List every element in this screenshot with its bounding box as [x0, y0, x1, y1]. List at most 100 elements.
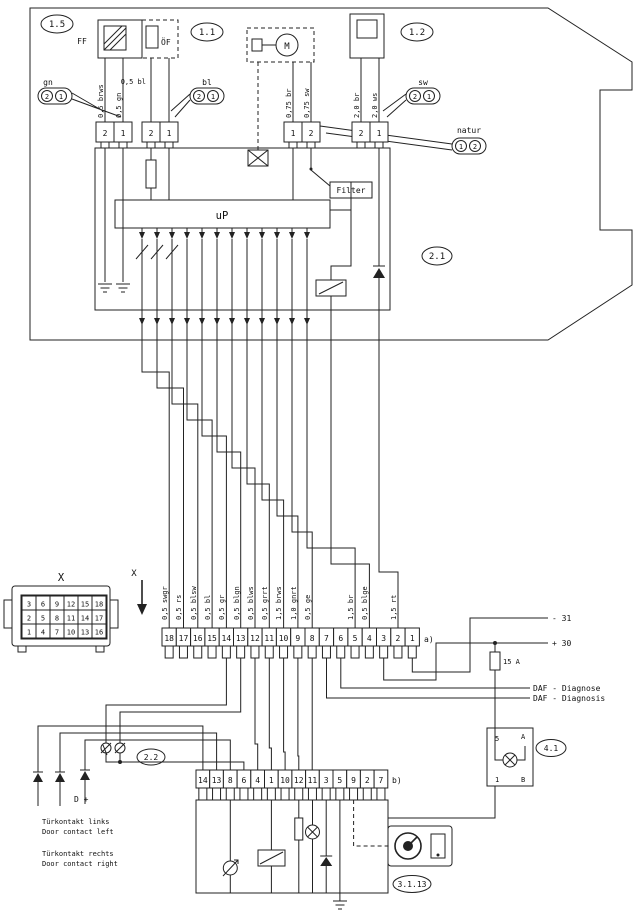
- connector-a-pin: 7: [318, 627, 335, 659]
- c41-pin-5: 5: [495, 735, 499, 743]
- pin-number: 17: [179, 634, 189, 643]
- connector-a-pin: 5: [347, 627, 363, 659]
- hw-label: 1,5 brws: [275, 586, 283, 620]
- c3-pin-2: 2: [309, 129, 314, 138]
- x-pin: 10: [67, 629, 75, 637]
- plug-gn-pin2: 2: [45, 93, 49, 101]
- plug-marker-bl: bl 2 1: [170, 78, 225, 118]
- connector-b-pin: 8: [222, 769, 238, 801]
- hw-label: 1,5 rt: [390, 595, 398, 620]
- connector-b-pin: 1: [264, 769, 279, 801]
- wire-label-brws: 0,5 brws: [97, 84, 105, 118]
- component-4-1: 5 A 1 B 4.1: [388, 727, 567, 819]
- up-label: uP: [216, 210, 229, 222]
- motor-symbol: M: [246, 27, 315, 63]
- lamp-arrow: [100, 742, 112, 756]
- wire-label-075br: 0,75 br: [285, 88, 293, 118]
- switch-contact: [309, 148, 331, 187]
- control-unit-outline: [29, 7, 633, 341]
- hw-label: 0,5 swgr: [161, 586, 169, 620]
- pin-number: 1: [410, 634, 415, 643]
- x-pin: 8: [55, 615, 59, 623]
- plug-natur-label: natur: [457, 126, 481, 135]
- sensor-wires: [104, 58, 380, 150]
- pin-number: 2: [365, 776, 370, 785]
- terminal-31-label: - 31: [552, 614, 571, 623]
- ref-oval-1-2: 1.2: [400, 22, 434, 42]
- ref-3-1-13-label: 3.1.13: [398, 880, 427, 889]
- pin-number: 16: [193, 634, 203, 643]
- ref-oval-1-1: 1.1: [190, 22, 224, 42]
- pin-number: 11: [308, 776, 318, 785]
- x-pin: 13: [81, 629, 89, 637]
- pin-number: 8: [228, 776, 233, 785]
- pin-number: 11: [264, 634, 274, 643]
- plug-marker-natur: natur 1 2: [319, 125, 487, 155]
- pin-number: 5: [337, 776, 342, 785]
- plug-marker-sw: sw 2 1: [382, 78, 441, 118]
- connector-b-pin: 4: [250, 769, 265, 801]
- connector-b-pin: 11: [305, 769, 320, 801]
- terminal-30-label: + 30: [552, 639, 571, 648]
- diode-symbol-out: [320, 855, 333, 866]
- connector-b-pin: 13: [209, 769, 224, 801]
- mini-timer: 3.1.13: [387, 825, 453, 893]
- door-left-de: Türkontakt links: [42, 818, 109, 826]
- x-pin: 7: [55, 629, 59, 637]
- connector-block-1: 2 1: [95, 121, 133, 149]
- connector-a-pin: 15: [204, 627, 220, 659]
- connector-a-pin: 17: [175, 627, 192, 659]
- connector-a-pin: 12: [247, 627, 263, 659]
- plug-sw-label: sw: [418, 78, 428, 87]
- wire-label-20br: 2,0 br: [353, 93, 361, 118]
- daf-diagnosis-label: DAF - Diagnosis: [533, 694, 605, 703]
- pin-number: 6: [338, 634, 343, 643]
- fuse-symbol: [489, 651, 501, 671]
- x-pin: 18: [95, 601, 103, 609]
- pin-number: 2: [396, 634, 401, 643]
- pin-number: 4: [367, 634, 372, 643]
- connector-a-pin: 9: [290, 627, 306, 659]
- ff-label: FF: [77, 37, 87, 46]
- overheat-sensor-box: ÖF: [141, 19, 179, 59]
- c1-pin-1: 1: [121, 129, 126, 138]
- x-arrow-label: X: [131, 569, 137, 579]
- lower-wiring: [37, 658, 313, 806]
- resistor-symbol: [145, 159, 157, 189]
- connector-b-pin: 12: [291, 769, 307, 801]
- pin-number: 8: [310, 634, 315, 643]
- connector-b-pin: 10: [277, 769, 293, 801]
- ground-symbol: [98, 283, 112, 293]
- wire-label-075sw: 0,75 sw: [303, 88, 311, 118]
- pin-number: 14: [198, 776, 208, 785]
- plug-bl-pin1: 1: [211, 93, 215, 101]
- relay-contact: [257, 849, 286, 867]
- c1-pin-2: 2: [103, 129, 108, 138]
- hw-label: 1,5 br: [347, 595, 355, 620]
- plug-gn-pin1: 1: [59, 93, 63, 101]
- connector-a-pin: 10: [275, 627, 292, 659]
- x-pin: 9: [55, 601, 59, 609]
- wire-label-bl: 0,5 bl: [121, 78, 146, 86]
- x-direction-arrow: X: [131, 569, 147, 615]
- x-pin: 5: [41, 615, 45, 623]
- pin-number: 13: [236, 634, 246, 643]
- ground-symbol: [116, 283, 130, 293]
- x-pin: 12: [67, 601, 75, 609]
- pin-number: 12: [294, 776, 304, 785]
- hw-label: 0,5 ge: [304, 595, 312, 620]
- c2-pin-1: 1: [167, 129, 172, 138]
- lamp-symbol: [114, 742, 126, 754]
- connector-b-pin: 9: [346, 769, 361, 801]
- ref-1-2-label: 1.2: [409, 28, 425, 38]
- pin-number: 15: [207, 634, 217, 643]
- c41-terminal-b: B: [521, 776, 525, 784]
- hw-label: 0,5 blge: [361, 586, 369, 620]
- connector-strip-b: 14 13 8 6 4 1 10 12: [195, 769, 389, 801]
- door-right-en: Door contact right: [42, 860, 118, 868]
- connector-block-2: 2 1: [141, 121, 179, 149]
- x-pin: 14: [81, 615, 89, 623]
- hw-label: 0,5 grrt: [261, 586, 269, 620]
